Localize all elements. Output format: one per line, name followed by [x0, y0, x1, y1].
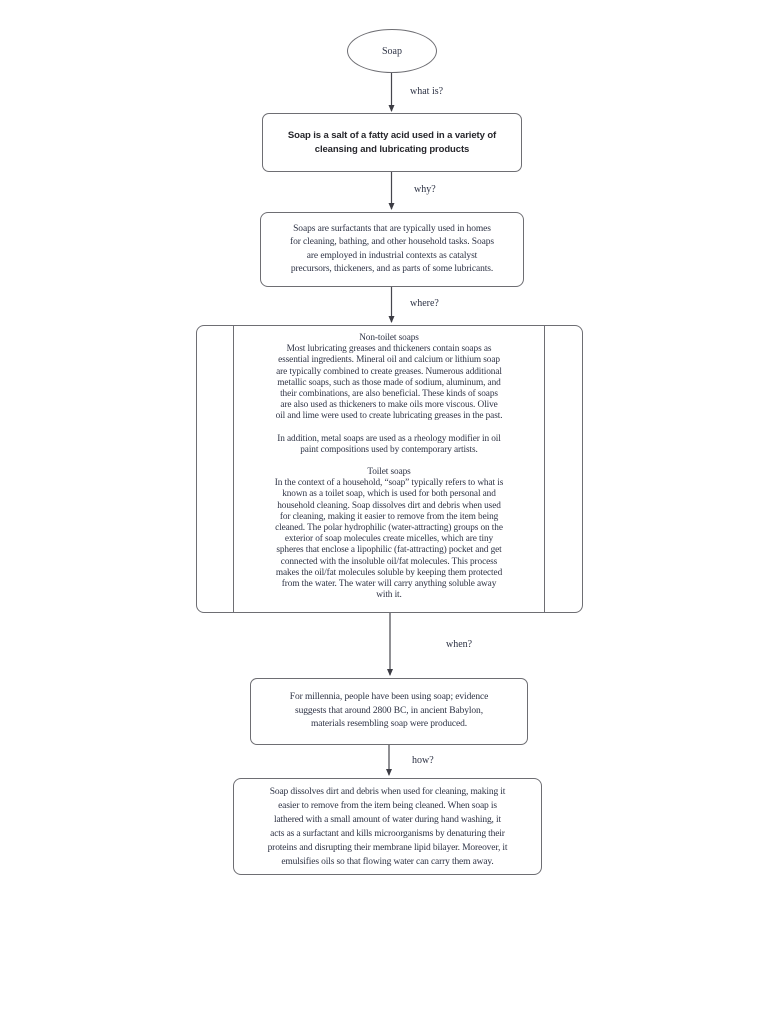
- node-when: For millennia, people have been using so…: [250, 678, 528, 745]
- node-how: Soap dissolves dirt and debris when used…: [233, 778, 542, 875]
- node-soap-root: Soap: [347, 29, 437, 73]
- why-text: Soaps are surfactants that are typically…: [290, 223, 494, 275]
- edge-label-how: how?: [412, 755, 434, 766]
- root-label: Soap: [382, 45, 402, 57]
- right-sidebar-divider: [544, 326, 545, 612]
- metal-soaps-note: In addition, metal soaps are used as a r…: [277, 433, 501, 455]
- node-where: Non-toilet soaps Most lubricating grease…: [196, 325, 583, 613]
- non-toilet-soaps-title: Non-toilet soaps: [359, 333, 419, 343]
- how-text: Soap dissolves dirt and debris when used…: [267, 786, 508, 867]
- edge-label-where: where?: [410, 298, 439, 309]
- edge-label-why: why?: [414, 184, 436, 195]
- toilet-soaps-title: Toilet soaps: [367, 467, 411, 478]
- when-text: For millennia, people have been using so…: [289, 692, 489, 730]
- edge-label-when: when?: [446, 639, 473, 650]
- left-sidebar-divider: [233, 326, 234, 612]
- definition-text: Soap is a salt of a fatty acid used in a…: [287, 129, 497, 155]
- node-definition: Soap is a salt of a fatty acid used in a…: [262, 113, 522, 172]
- edge-label-what-is: what is?: [410, 86, 444, 97]
- node-why: Soaps are surfactants that are typically…: [260, 212, 524, 287]
- toilet-soaps-body: In the context of a household, “soap” ty…: [274, 478, 504, 601]
- non-toilet-soaps-body: Most lubricating greases and thickeners …: [275, 344, 503, 422]
- where-content: Non-toilet soaps Most lubricating grease…: [234, 326, 544, 612]
